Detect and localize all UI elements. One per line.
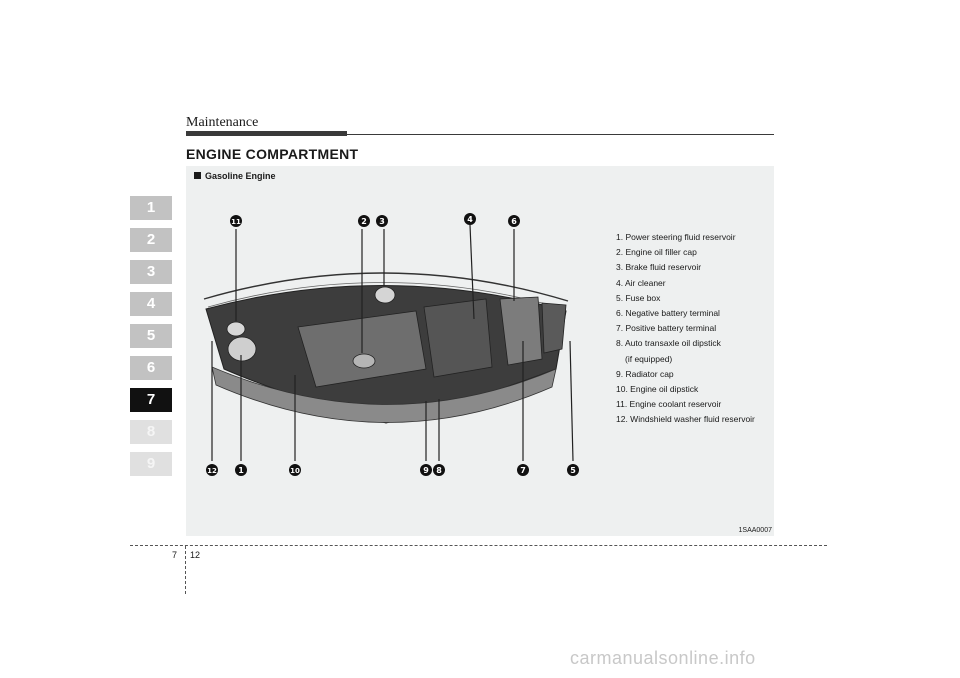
- callout-badge-6: 6: [508, 215, 520, 227]
- leader-lines: [211, 224, 574, 462]
- engine-compartment-illustration: 11 2 3 4 6 12 1 10 9 8 7 5: [203, 213, 579, 476]
- chapter-tab-2[interactable]: 2: [130, 228, 172, 252]
- figure-code: 1SAA0007: [738, 527, 772, 534]
- callout-badge-5: 5: [567, 464, 579, 476]
- legend-item: 11. Engine coolant reservoir: [616, 399, 722, 410]
- chapter-tab-8[interactable]: 8: [130, 420, 172, 444]
- footer-divider: [185, 546, 186, 594]
- svg-text:7: 7: [520, 466, 526, 475]
- brake-fluid-reservoir: [374, 286, 396, 304]
- legend-item: 9. Radiator cap: [616, 368, 674, 379]
- legend-item: 7. Positive battery terminal: [616, 323, 717, 334]
- oil-filler-cap: [352, 353, 376, 369]
- svg-text:9: 9: [423, 466, 429, 475]
- legend-item: 2. Engine oil filler cap: [616, 247, 697, 258]
- watermark: carmanualsonline.info: [570, 648, 756, 668]
- callout-badge-2: 2: [358, 215, 370, 227]
- legend-item: 10. Engine oil dipstick: [616, 384, 699, 395]
- legend-item: 3. Brake fluid reservoir: [616, 262, 702, 273]
- hood-inner-outline: [207, 282, 565, 310]
- callout-badge-7: 7: [517, 464, 529, 476]
- chapter-tab-1[interactable]: 1: [130, 196, 172, 220]
- air-cleaner: [423, 298, 493, 378]
- footer-chapter-number: 7: [172, 550, 178, 560]
- callout-badge-8: 8: [433, 464, 445, 476]
- legend-item: 6. Negative battery terminal: [616, 308, 720, 319]
- legend-item: 5. Fuse box: [616, 292, 661, 303]
- chapter-tab-3[interactable]: 3: [130, 260, 172, 284]
- footer-page-number: 12: [190, 550, 201, 560]
- svg-text:8: 8: [436, 466, 442, 475]
- fuse-box: [541, 302, 567, 354]
- callout-badge-1: 1: [235, 464, 247, 476]
- chapter-tab-7[interactable]: 7: [130, 388, 172, 412]
- svg-text:10: 10: [290, 467, 300, 475]
- legend-item-note: (if equipped): [625, 353, 673, 364]
- svg-text:1: 1: [238, 466, 244, 475]
- header-rule-dark: [186, 131, 347, 136]
- callout-badge-9: 9: [420, 464, 432, 476]
- callout-badge-3: 3: [376, 215, 388, 227]
- header-rule-thin: [347, 134, 774, 135]
- legend-item: 1. Power steering fluid reservoir: [616, 232, 736, 242]
- coolant-reservoir: [226, 321, 246, 337]
- chapter-tab-9[interactable]: 9: [130, 452, 172, 476]
- battery: [499, 296, 543, 366]
- callout-badge-10: 10: [289, 464, 301, 476]
- callout-badge-4: 4: [464, 213, 476, 225]
- legend-item: 4. Air cleaner: [616, 277, 666, 288]
- legend-item: 12. Windshield washer fluid reservoir: [616, 414, 755, 425]
- power-steering-reservoir: [227, 336, 257, 362]
- square-bullet-icon: [194, 172, 201, 179]
- callout-badge-11: 11: [230, 215, 242, 227]
- svg-text:12: 12: [207, 467, 217, 475]
- figure-subheading-text: Gasoline Engine: [205, 171, 276, 181]
- hood-outline: [203, 272, 569, 302]
- legend-item: 8. Auto transaxle oil dipstick: [616, 338, 721, 349]
- chapter-tab-5[interactable]: 5: [130, 324, 172, 348]
- section-title: Maintenance: [186, 115, 259, 130]
- callout-badge-12: 12: [206, 464, 218, 476]
- svg-text:4: 4: [467, 215, 473, 224]
- chapter-tab-6[interactable]: 6: [130, 356, 172, 380]
- svg-text:5: 5: [570, 466, 576, 475]
- svg-text:11: 11: [231, 218, 241, 226]
- front-crossmember: [211, 366, 557, 423]
- footer-rule: [130, 545, 827, 546]
- chapter-tabs: 1 2 3 4 5 6 7 8 9: [130, 196, 172, 484]
- svg-text:3: 3: [379, 217, 385, 226]
- svg-text:6: 6: [511, 217, 517, 226]
- figure-subheading: Gasoline Engine: [194, 171, 276, 181]
- svg-text:2: 2: [361, 217, 367, 226]
- chapter-tab-4[interactable]: 4: [130, 292, 172, 316]
- parts-legend: 1. Power steering fluid reservoir 2. Eng…: [616, 230, 755, 428]
- figure-panel: Gasoline Engine: [186, 166, 774, 536]
- page-title: ENGINE COMPARTMENT: [186, 146, 359, 162]
